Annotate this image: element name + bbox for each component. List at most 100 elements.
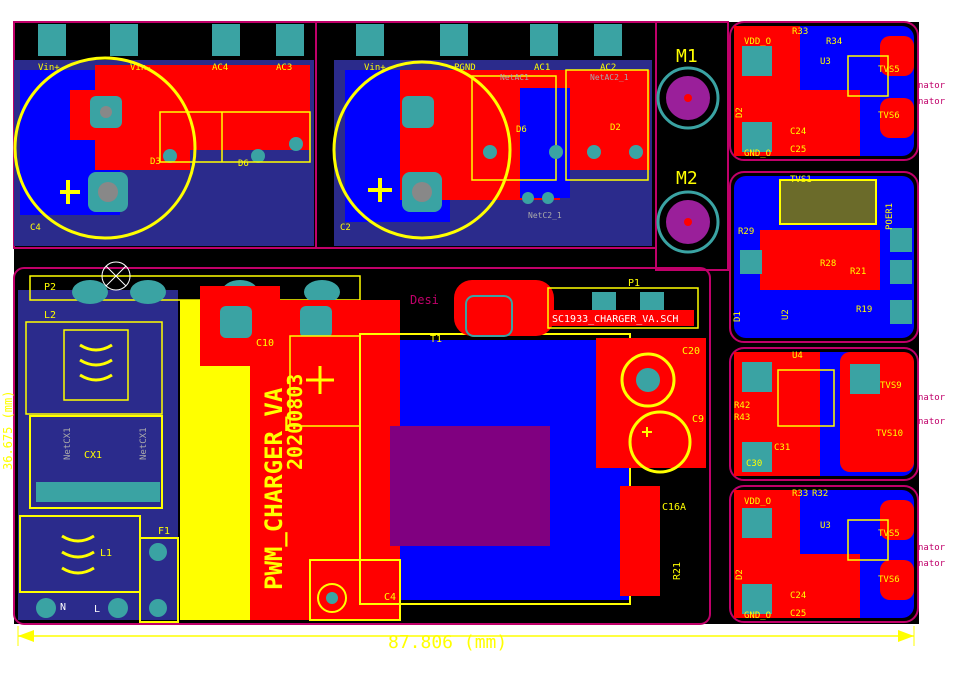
tm-pad-2: PGND	[454, 63, 476, 73]
lb-part-n: N	[60, 602, 66, 613]
m2-label-4: R21	[850, 267, 866, 277]
m4-label-2: R32	[812, 489, 828, 499]
module-1-copper	[734, 26, 914, 156]
tl-part-1: D3	[150, 157, 161, 167]
m1-label-2: R34	[826, 37, 842, 47]
tm-part-1: D6	[516, 125, 527, 135]
tl-part-3: C4	[30, 223, 41, 233]
tl-pad-3: AC4	[212, 63, 228, 73]
cb-part-c16a: C16A	[662, 502, 686, 513]
lb-part-l: L	[94, 604, 100, 615]
cb-part-c4: C4	[384, 592, 396, 603]
board-component: SC1933_CHARGER_VA.SCH	[552, 314, 678, 325]
m3-label-1: R42	[734, 401, 750, 411]
lb-net-1: NetCX1	[63, 427, 73, 460]
m4-label-3: U3	[820, 521, 831, 531]
cb-part-c10: C10	[256, 338, 274, 349]
tm-net-3: NetC2_1	[528, 211, 562, 220]
m4-side-1: nator	[918, 559, 946, 569]
m4-label-6: C24	[790, 591, 806, 601]
m1-side-0: nator	[918, 81, 946, 91]
m4-label-9: D2	[735, 569, 745, 580]
m3-label-5: C30	[746, 459, 762, 469]
mounting-hole-m2[interactable]	[656, 190, 720, 254]
lower-left-block	[18, 261, 361, 623]
m3-label-0: U4	[792, 351, 803, 361]
board-outline	[13, 21, 919, 625]
m3-side-1: nator	[918, 417, 946, 427]
cb-part-p1: P1	[628, 278, 640, 289]
module-4-labels: VDD_O R33 R32 U3 TVS5 TVS6 C24 C25 GND_O…	[735, 489, 946, 621]
module-3-copper	[734, 352, 914, 476]
dimension-side: 36.675 (mm)	[1, 391, 15, 470]
m2-label-2: R28	[820, 259, 836, 269]
tl-pad-4: AC3	[276, 63, 292, 73]
m1-label-3: U3	[820, 57, 831, 67]
dimension-value: 87.806 (mm)	[388, 632, 507, 653]
m3-label-3: TVS9	[880, 381, 902, 391]
m1-label-8: GND_O	[744, 149, 771, 159]
board-project: PWM_CHARGER_VA	[260, 387, 288, 590]
lb-part-f1: F1	[158, 526, 170, 537]
top-left-section	[13, 56, 314, 246]
tl-part-2: D6	[238, 159, 249, 169]
center-block	[180, 280, 706, 621]
cb-part-c9: C9	[692, 414, 704, 425]
m4-label-7: C25	[790, 609, 806, 619]
dimension-line	[17, 626, 915, 646]
lb-part-l1: L1	[100, 548, 112, 559]
m1-label-4: TVS5	[878, 65, 900, 75]
tm-pad-1: Vin+	[364, 63, 386, 73]
mounting-hole-m1[interactable]	[656, 66, 720, 130]
m4-label-8: GND_O	[744, 611, 771, 621]
lb-part-p2: P2	[44, 282, 56, 293]
tl-pad-1: Vin+	[38, 63, 60, 73]
tm-pad-3: AC1	[534, 63, 550, 73]
top-left-pads[interactable]	[38, 24, 304, 56]
m2-label-6: U2	[781, 309, 791, 320]
m4-side-0: nator	[918, 543, 946, 553]
m2-label-7: D1	[733, 311, 743, 322]
cb-part-r21: R21	[672, 562, 683, 580]
m1-label-7: C25	[790, 145, 806, 155]
tm-net-2: NetAC2_1	[590, 73, 629, 82]
tm-pad-4: AC2	[600, 63, 616, 73]
module-1-labels: VDD_O R33 R34 U3 TVS5 TVS6 C24 C25 GND_O…	[735, 27, 946, 159]
m2-label-3: R29	[738, 227, 754, 237]
label-m1: M1	[676, 46, 698, 67]
cb-part-t1: T1	[430, 334, 442, 345]
module-3-labels: U4 R42 R43 TVS9 TVS10 C30 C31 nator nato…	[734, 351, 946, 469]
module-2-labels: TVS1 POER1 R28 R29 R21 R19 U2 D1	[733, 175, 895, 322]
m2-label-0: TVS1	[790, 175, 812, 185]
top-middle-pads[interactable]	[356, 24, 622, 56]
board-design: Desi	[410, 293, 439, 307]
cb-part-c20: C20	[682, 346, 700, 357]
m3-label-6: C31	[774, 443, 790, 453]
m3-label-2: R43	[734, 413, 750, 423]
lb-part-cx1: CX1	[84, 450, 102, 461]
m1-label-1: R33	[792, 27, 808, 37]
tm-net-1: NetAC1	[500, 73, 529, 82]
m4-label-5: TVS6	[878, 575, 900, 585]
tm-part-3: C2	[340, 223, 351, 233]
top-middle-section	[332, 60, 652, 246]
module-4-copper	[734, 490, 914, 618]
m2-label-5: R19	[856, 305, 872, 315]
lb-part-l2: L2	[44, 310, 56, 321]
m1-label-5: TVS6	[878, 111, 900, 121]
m4-label-1: R33	[792, 489, 808, 499]
m1-label-6: C24	[790, 127, 806, 137]
labels: M1 M2 87.806 (mm) 36.675 (mm) 20200803 P…	[1, 46, 704, 653]
m4-label-4: TVS5	[878, 529, 900, 539]
m2-label-1: POER1	[885, 203, 895, 230]
m1-side-1: nator	[918, 97, 946, 107]
m3-side-0: nator	[918, 393, 946, 403]
m3-label-4: TVS10	[876, 429, 903, 439]
tm-part-2: D2	[610, 123, 621, 133]
m4-label-0: VDD_O	[744, 497, 771, 507]
m1-label-9: D2	[735, 107, 745, 118]
lb-net-2: NetCX1	[139, 427, 149, 460]
label-m2: M2	[676, 168, 698, 189]
